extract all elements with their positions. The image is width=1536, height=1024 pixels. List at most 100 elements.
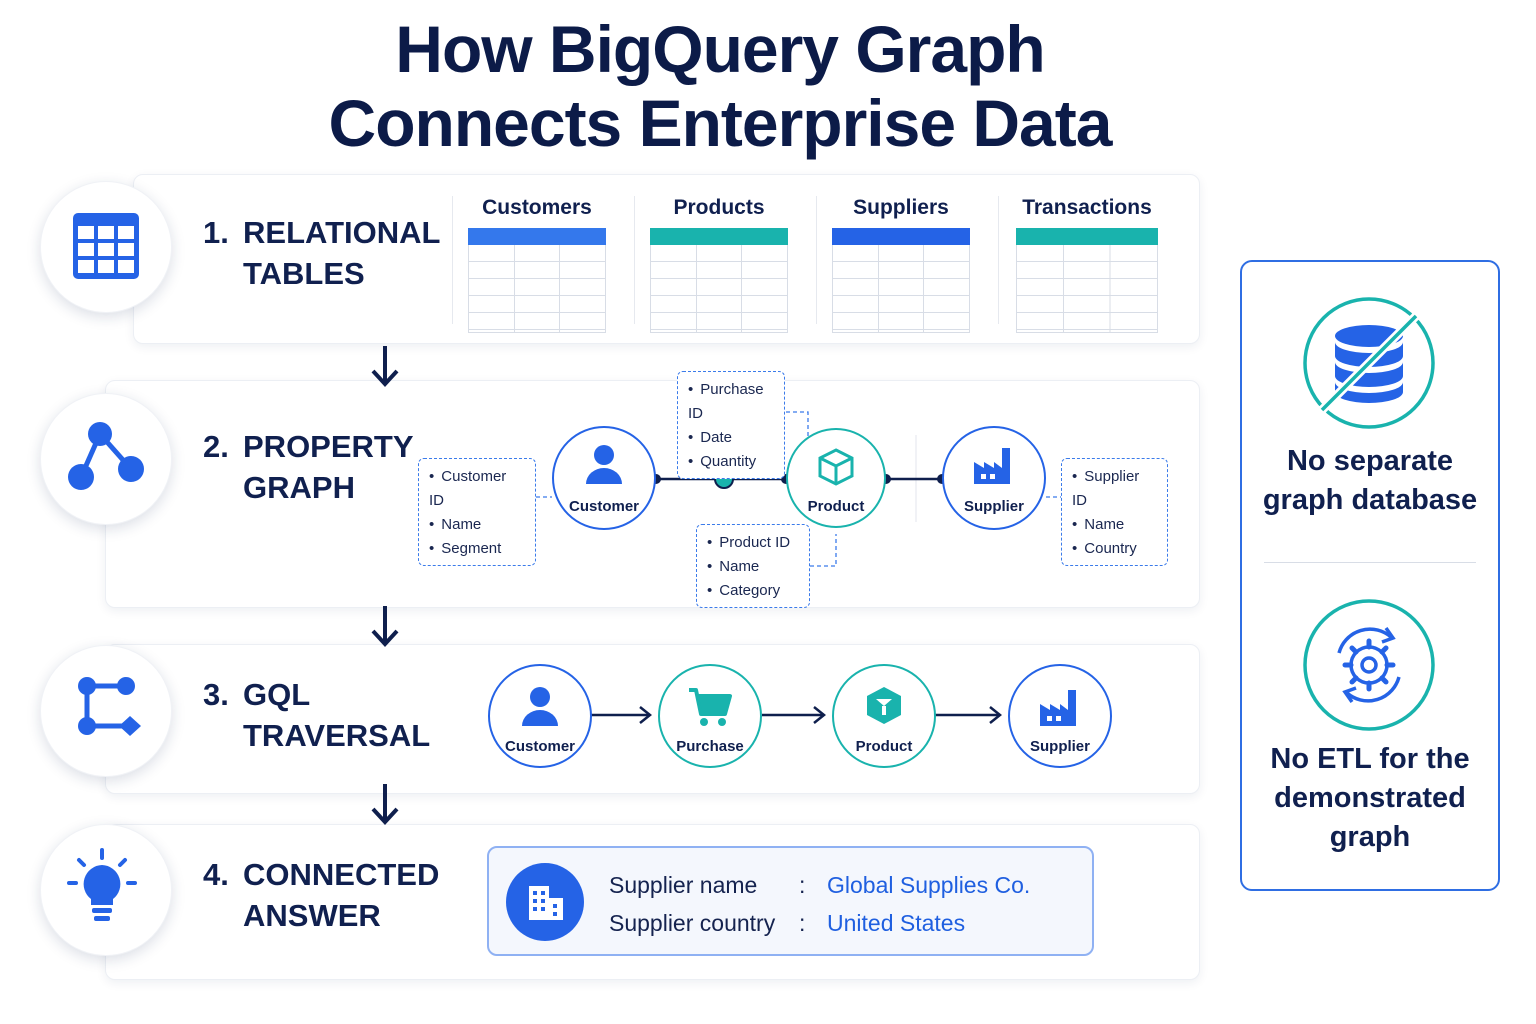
node-label: Product (855, 738, 913, 755)
property-item: Supplier ID (1072, 465, 1157, 513)
step-3-number: 3. (203, 677, 229, 712)
table-icon (73, 213, 139, 279)
benefit-1-line-2: graph database (1262, 484, 1478, 516)
supplier-properties: Supplier ID Name Country (1061, 458, 1168, 566)
step-3-label: 3. GQL TRAVERSAL (203, 674, 430, 756)
property-item: Category (707, 579, 799, 603)
node-label: Purchase (676, 738, 744, 755)
graph-node-supplier: Supplier (942, 426, 1046, 530)
step-2-number: 2. (203, 429, 229, 464)
property-item: Country (1072, 537, 1157, 561)
property-item: Name (429, 513, 525, 537)
gear-cycle-icon (1303, 599, 1435, 731)
no-database-icon (1303, 297, 1435, 429)
node-label: Customer (504, 738, 575, 755)
answer-value: Global Supplies Co. (827, 872, 1031, 898)
table-header-bar (1016, 228, 1158, 245)
property-item: Date (688, 426, 774, 450)
step-2-line-2: GRAPH (243, 470, 355, 505)
property-item: Customer ID (429, 465, 525, 513)
benefit-2-line-1: No ETL for the (1270, 743, 1470, 775)
answer-card: Supplier name: Global Supplies Co. Suppli… (487, 846, 1094, 956)
step-1-line-1: RELATIONAL (243, 215, 441, 250)
table-name: Suppliers (853, 196, 949, 219)
benefit-1-line-1: No separate (1286, 445, 1453, 477)
step-4-line-2: ANSWER (243, 898, 381, 933)
table-name: Transactions (1022, 196, 1152, 219)
property-item: Product ID (707, 531, 799, 555)
node-label: Supplier (963, 498, 1024, 515)
product-properties: Product ID Name Category (696, 524, 810, 608)
traversal-node-product: Product (832, 664, 936, 768)
arrow-down-icon (371, 606, 399, 647)
traversal-node-purchase: Purchase (658, 664, 762, 768)
colon: : (799, 910, 806, 936)
property-item: Purchase ID (688, 378, 774, 426)
table-grid (650, 245, 788, 333)
answer-row-name: Supplier name: Global Supplies Co. (609, 872, 1030, 899)
table-transactions: Transactions (1016, 196, 1158, 333)
graph-nodes-icon (68, 422, 144, 490)
benefits-panel: No separate graph database No ETL for th… (1240, 260, 1500, 891)
answer-key: Supplier name (609, 872, 758, 898)
table-customers: Customers (468, 196, 606, 333)
step-3-line-1: GQL (243, 677, 311, 712)
step-2-badge (40, 393, 172, 525)
table-grid (1016, 245, 1158, 333)
property-item: Name (1072, 513, 1157, 537)
node-label: Customer (568, 498, 639, 515)
box-icon (867, 687, 901, 724)
person-icon (586, 445, 622, 484)
arrow-down-icon (371, 346, 399, 387)
step-3-badge (40, 645, 172, 777)
cube-icon (818, 448, 854, 486)
step-2-label: 2. PROPERTY GRAPH (203, 426, 414, 508)
step-1-number: 1. (203, 215, 229, 250)
table-header-bar (650, 228, 788, 245)
arrow-down-icon (371, 784, 399, 825)
divider (452, 196, 453, 324)
node-label: Product (807, 498, 865, 515)
purchase-properties: Purchase ID Date Quantity (677, 371, 785, 479)
divider (1264, 562, 1476, 563)
divider (634, 196, 635, 324)
step-4-badge (40, 824, 172, 956)
benefit-2-line-3: graph (1329, 821, 1411, 853)
step-1-line-2: TABLES (243, 256, 365, 291)
step-2-line-1: PROPERTY (243, 429, 414, 464)
benefit-2-line-2: demonstrated (1274, 782, 1466, 814)
cart-icon (689, 688, 732, 726)
traversal-path-icon (78, 677, 141, 736)
answer-value: United States (827, 910, 966, 936)
building-icon (506, 863, 584, 941)
colon: : (799, 872, 806, 898)
answer-key: Supplier country (609, 910, 776, 936)
step-1-badge (40, 181, 172, 313)
step-4-label: 4.CONNECTED ANSWER (203, 854, 439, 936)
node-label: Supplier (1029, 738, 1090, 755)
title-line-2: Connects Enterprise Data (328, 86, 1113, 160)
table-name: Customers (482, 196, 592, 219)
property-item: Quantity (688, 450, 774, 474)
table-header-bar (468, 228, 606, 245)
divider (816, 196, 817, 324)
table-grid (832, 245, 970, 333)
step-3-line-2: TRAVERSAL (243, 718, 431, 753)
lightbulb-icon (67, 848, 137, 921)
person-icon (522, 687, 558, 726)
table-grid (468, 245, 606, 333)
property-item: Name (707, 555, 799, 579)
customer-properties: Customer ID Name Segment (418, 458, 536, 566)
table-name: Products (673, 196, 765, 219)
step-4-number: 4. (203, 857, 229, 892)
table-suppliers: Suppliers (832, 196, 970, 333)
factory-icon (1040, 690, 1076, 726)
graph-node-customer: Customer (552, 426, 656, 530)
graph-node-product: Product (786, 428, 886, 528)
table-products: Products (650, 196, 788, 333)
factory-icon (974, 448, 1010, 484)
traversal-node-customer: Customer (488, 664, 592, 768)
title-line-1: How BigQuery Graph (395, 12, 1045, 86)
property-item: Segment (429, 537, 525, 561)
